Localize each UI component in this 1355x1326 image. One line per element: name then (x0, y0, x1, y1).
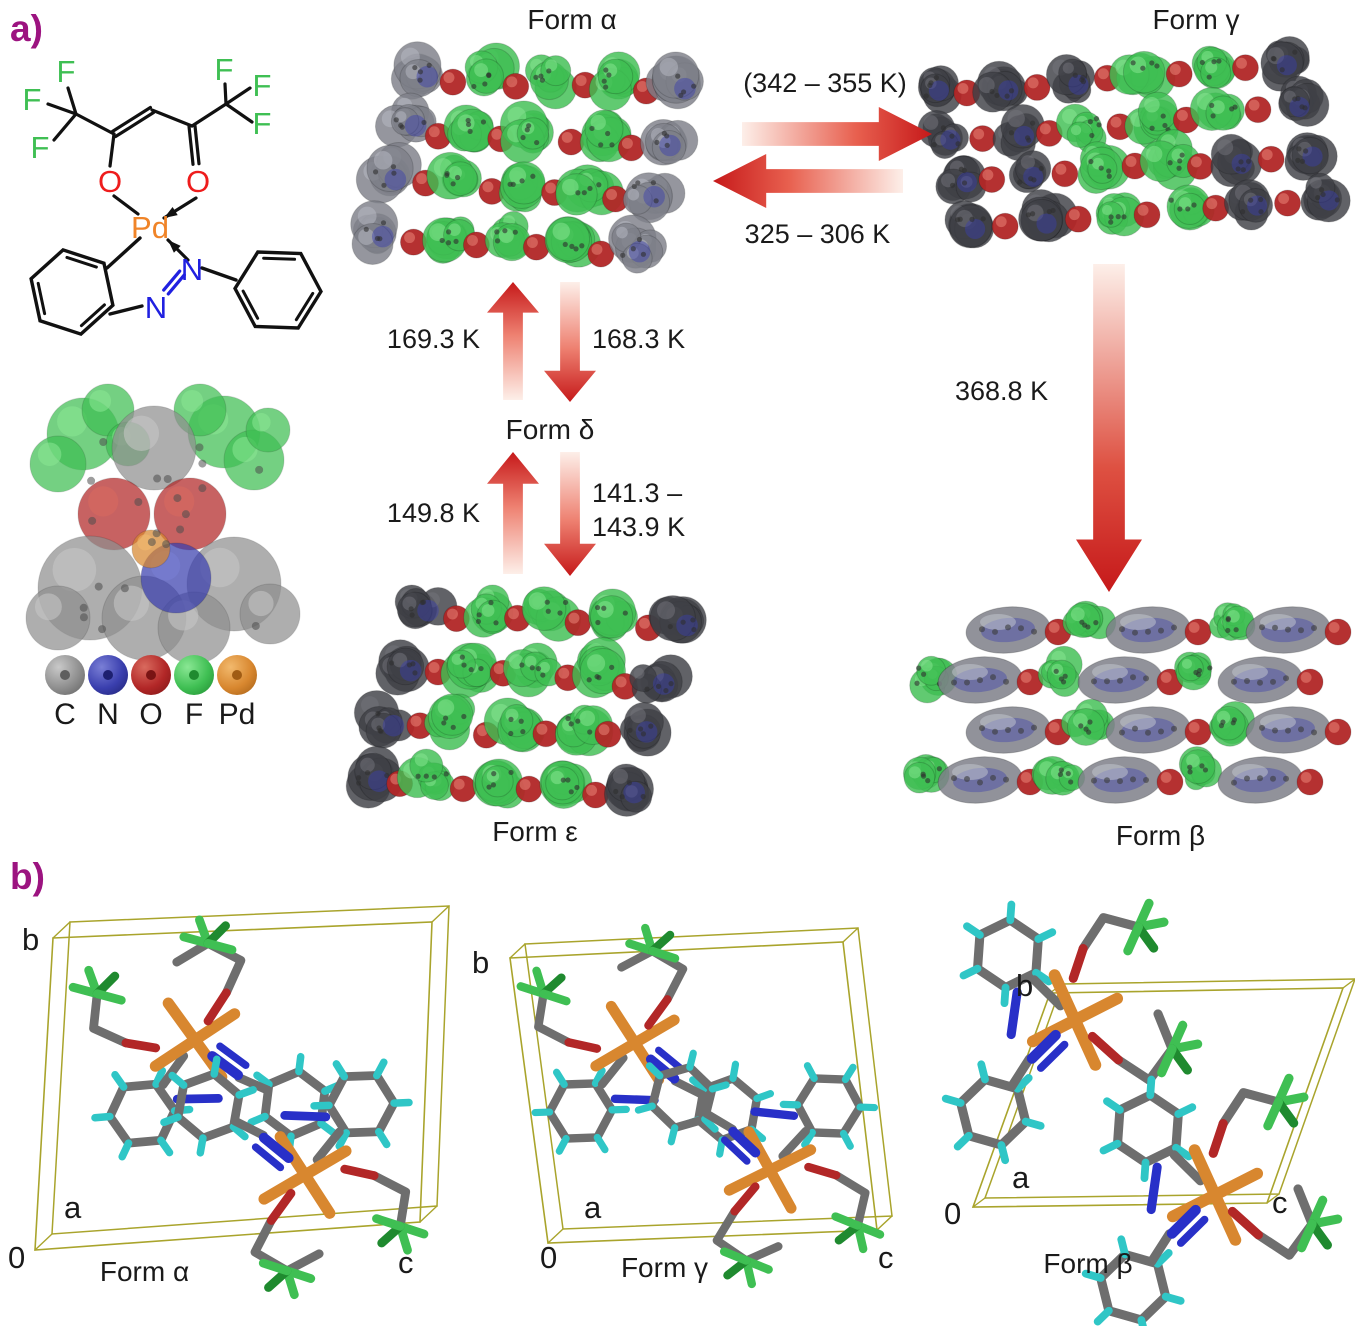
panel-a-label: a) (10, 8, 43, 49)
form-gamma-cell-label: Form γ (620, 1252, 709, 1283)
atom-label-F: F (23, 82, 42, 117)
legend-item: F (172, 655, 216, 732)
form-beta-title: Form β (1115, 820, 1206, 851)
form-delta-title: Form δ (505, 414, 595, 445)
form-alpha-title: Form α (527, 4, 617, 35)
packing-form-beta (902, 600, 1352, 804)
atom-label-F: F (253, 106, 272, 141)
arrow-delta-to-alpha (487, 282, 539, 400)
packing-form-gamma (917, 36, 1351, 249)
atom-label-N: N (145, 290, 167, 325)
atom-label-F: F (253, 68, 272, 103)
axis-a: a (64, 1190, 82, 1225)
axis-a: a (1012, 1160, 1030, 1195)
arrow-delta-to-epsilon (544, 452, 596, 576)
temp-gamma-to-alpha: 325 – 306 K (744, 219, 891, 249)
oxygen-sphere-icon (131, 655, 171, 695)
arrow-epsilon-to-delta (487, 452, 539, 574)
axis-b: b (22, 922, 40, 957)
arrow-alpha-to-gamma (742, 107, 932, 161)
legend-symbol: Pd (218, 698, 256, 731)
axis-origin: 0 (944, 1196, 962, 1231)
unitcell-form-gamma (509, 923, 893, 1289)
legend-item: N (86, 655, 130, 732)
legend-item: Pd (215, 655, 259, 732)
packing-form-alpha (350, 41, 704, 274)
atom-label-O: O (186, 164, 210, 199)
atom-label-F: F (31, 130, 50, 165)
panel-b-label: b) (10, 856, 45, 897)
form-gamma-title: Form γ (1152, 4, 1240, 35)
atom-label-N: N (181, 252, 203, 287)
spacefill-molecule (25, 383, 301, 665)
axis-origin: 0 (8, 1240, 26, 1275)
temp-delta-to-epsilon-line2: 143.9 K (592, 512, 686, 542)
legend-symbol: F (184, 698, 204, 731)
unitcell-form-beta (941, 898, 1355, 1326)
nitrogen-sphere-icon (88, 655, 128, 695)
legend-symbol: N (97, 698, 119, 731)
axis-c: c (878, 1240, 894, 1275)
legend-symbol: C (54, 698, 76, 731)
form-epsilon-title: Form ε (492, 816, 578, 847)
axis-a: a (584, 1190, 602, 1225)
temp-epsilon-to-delta: 149.8 K (386, 498, 480, 528)
temp-alpha-to-delta: 168.3 K (592, 324, 686, 354)
atom-label-F: F (215, 52, 234, 87)
temp-delta-to-epsilon-line1: 141.3 – (592, 478, 683, 508)
temp-gamma-to-beta: 368.8 K (955, 376, 1049, 406)
arrow-gamma-to-beta (1076, 264, 1142, 592)
temp-alpha-to-gamma: (342 – 355 K) (743, 68, 907, 98)
axis-c: c (1272, 1185, 1288, 1220)
temp-delta-to-alpha: 169.3 K (386, 324, 480, 354)
axis-origin: 0 (540, 1240, 558, 1275)
unitcell-form-alpha (34, 905, 450, 1300)
legend-item: C (43, 655, 87, 732)
legend-item: O (129, 655, 173, 732)
atom-label-F: F (57, 54, 76, 89)
axis-c: c (398, 1245, 414, 1280)
atom-label-Pd: Pd (131, 210, 169, 245)
form-beta-cell-label: Form β (1043, 1248, 1133, 1279)
atom-label-O: O (98, 164, 122, 199)
axis-b: b (1016, 968, 1034, 1003)
palladium-sphere-icon (217, 655, 257, 695)
chemical-structure: F F F F F F O O Pd N N (23, 52, 323, 336)
form-alpha-cell-label: Form α (99, 1256, 190, 1287)
arrow-gamma-to-alpha (713, 154, 903, 208)
carbon-sphere-icon (45, 655, 85, 695)
fluorine-sphere-icon (174, 655, 214, 695)
packing-form-epsilon (345, 584, 707, 817)
arrow-alpha-to-delta (544, 282, 596, 402)
legend-symbol: O (139, 698, 163, 731)
axis-b: b (472, 945, 490, 980)
